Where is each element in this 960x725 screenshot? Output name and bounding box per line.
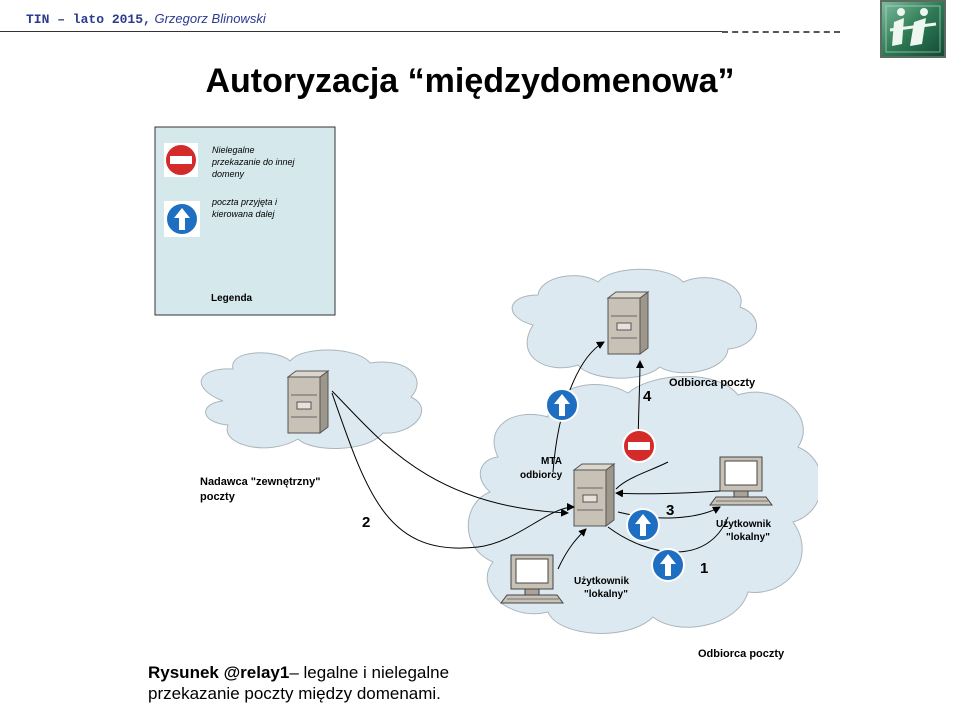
author-name: Grzegorz Blinowski	[154, 11, 266, 26]
label-user-left-line1: Użytkownik	[574, 576, 629, 587]
label-user-left-line2: "lokalny"	[584, 589, 628, 600]
course-label: TIN – lato 2015,	[26, 12, 151, 27]
server-remote-icon	[607, 291, 649, 355]
arrow-up-icon	[626, 508, 660, 542]
header-rule-dashed	[722, 31, 840, 33]
caption-text-line2: przekazanie poczty między domenami.	[148, 684, 441, 703]
ii-logo-icon	[880, 0, 946, 58]
arrow-up-icon	[651, 548, 685, 582]
label-mta-line1: MTA	[541, 456, 562, 467]
arrow-up-icon	[164, 201, 200, 237]
legend-item2-line1: poczta przyjęta i	[211, 197, 278, 207]
caption-text-line1: – legalne i nielegalne	[289, 663, 450, 682]
step-number-4: 4	[643, 388, 652, 405]
slide-title: Autoryzacja “międzydomenowa”	[205, 62, 735, 100]
label-nadawca-line1: Nadawca "zewnętrzny"	[200, 476, 320, 488]
arrow-up-icon	[545, 388, 579, 422]
server-external-icon	[287, 370, 329, 434]
caption-label: Rysunek @relay1	[148, 663, 290, 682]
figure-caption: Rysunek @relay1– legalne i nielegalne pr…	[148, 662, 449, 704]
step-number-1: 1	[700, 560, 708, 577]
legend-item1-line3: domeny	[212, 169, 245, 179]
slide-header: TIN – lato 2015, Grzegorz Blinowski	[26, 11, 266, 27]
label-odbiorca-bottom: Odbiorca poczty	[698, 648, 785, 660]
label-odbiorca-top: Odbiorca poczty	[669, 377, 756, 389]
legend-item1-line1: Nielegalne	[212, 145, 255, 155]
step-number-2: 2	[362, 514, 370, 531]
step-number-3: 3	[666, 502, 674, 519]
legend-box: Nielegalne przekazanie do innej domeny p…	[154, 126, 336, 316]
header-rule	[0, 31, 722, 32]
label-nadawca-line2: poczty	[200, 491, 236, 503]
legend-heading: Legenda	[211, 293, 253, 304]
legend-item1-line2: przekazanie do innej	[211, 157, 296, 167]
relay-diagram: Nielegalne przekazanie do innej domeny p…	[128, 117, 823, 720]
label-user-right-line1: Użytkownik	[716, 519, 771, 530]
label-mta-line2: odbiorcy	[520, 470, 563, 481]
no-entry-icon	[622, 429, 656, 463]
label-user-right-line2: "lokalny"	[726, 532, 770, 543]
server-mta-icon	[573, 463, 615, 527]
no-entry-icon	[164, 143, 198, 177]
legend-item2-line2: kierowana dalej	[212, 209, 276, 219]
